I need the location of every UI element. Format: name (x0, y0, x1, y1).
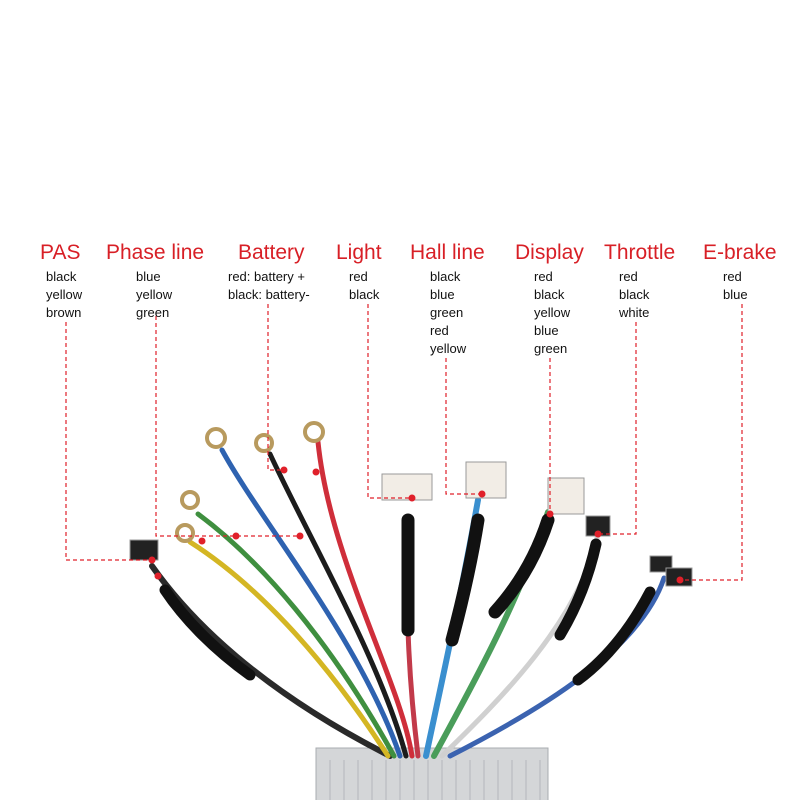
leader-pas (65, 322, 152, 561)
group-title: Phase line (106, 241, 205, 264)
leader-light (367, 304, 412, 499)
group-title: PAS (40, 241, 81, 264)
throttle-sleeve (554, 538, 602, 641)
wire-color: yellow (430, 341, 467, 356)
wire-color: red (430, 323, 449, 338)
wire-color: green (136, 305, 170, 320)
wire-color: red (619, 269, 638, 284)
wire-color: red (534, 269, 553, 284)
wire-list: red black yellow blue green (534, 268, 584, 358)
group-title: Light (336, 241, 382, 264)
label-group-display: Display red black yellow blue green (515, 240, 584, 358)
wire-color: blue (534, 323, 559, 338)
leader-dots (148, 466, 684, 584)
leader-battery (267, 304, 284, 471)
phase-green-wire (195, 511, 397, 759)
wire-color: blue (136, 269, 161, 284)
ring-terminals (175, 421, 325, 543)
wire-color: brown (46, 305, 82, 320)
wire-list: black blue green red yellow (430, 268, 485, 358)
pas-sleeve (159, 584, 256, 681)
wire-color: black: battery- (228, 287, 310, 302)
group-title: Hall line (410, 241, 485, 264)
label-group-battery: Battery red: battery + black: battery- (228, 240, 310, 304)
wire-color: red (723, 269, 742, 284)
connectors (129, 461, 693, 587)
wire-color: white (619, 305, 650, 320)
label-group-pas: PAS black yellow brown (40, 240, 82, 322)
wire-color: blue (723, 287, 748, 302)
wire-color: red: battery + (228, 269, 305, 284)
ebrake-sleeve (572, 586, 656, 686)
wire-list: blue yellow green (136, 268, 204, 322)
wire-color: red (349, 269, 368, 284)
label-group-hall: Hall line black blue green red yellow (410, 240, 485, 358)
group-title: E-brake (703, 241, 777, 264)
wire-color: yellow (136, 287, 173, 302)
group-title: Battery (238, 241, 305, 264)
battery-red-wire (315, 439, 415, 759)
wire-color: black (46, 269, 77, 284)
wire-color: black (534, 287, 565, 302)
display-sleeve (488, 513, 555, 619)
leader-lines (65, 304, 743, 581)
label-group-throttle: Throttle red black white (604, 240, 675, 322)
phase-blue-wire (219, 447, 403, 759)
wire-color: black (349, 287, 380, 302)
phase-yellow-wire (187, 539, 391, 759)
wire-list: red blue (723, 268, 777, 304)
leader-phase (155, 316, 300, 537)
battery-black-wire (267, 451, 409, 759)
leader-throttle (598, 322, 637, 535)
hall-sleeve (445, 513, 485, 647)
leader-ebrake (680, 304, 743, 581)
wire-bundle (149, 439, 667, 759)
wire-color: green (430, 305, 464, 320)
wire-list: red: battery + black: battery- (228, 268, 310, 304)
wire-list: black yellow brown (46, 268, 82, 322)
wire-list: red black (349, 268, 382, 304)
label-group-phase: Phase line blue yellow green (106, 240, 204, 322)
wire-color: green (534, 341, 568, 356)
wire-color: blue (430, 287, 455, 302)
wire-color: yellow (534, 305, 571, 320)
group-title: Display (515, 241, 584, 264)
label-group-light: Light red black (336, 240, 382, 304)
wire-color: yellow (46, 287, 83, 302)
wire-color: black (430, 269, 461, 284)
label-group-ebrake: E-brake red blue (703, 240, 777, 304)
group-title: Throttle (604, 241, 676, 264)
leader-hall (445, 358, 482, 495)
wire-list: red black white (619, 268, 675, 322)
wire-color: black (619, 287, 650, 302)
